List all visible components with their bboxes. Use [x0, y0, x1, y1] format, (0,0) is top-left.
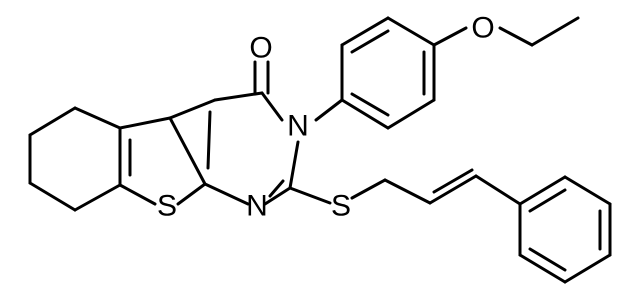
bond — [288, 140, 300, 190]
bond — [474, 174, 522, 206]
bond — [383, 178, 432, 205]
bond — [28, 181, 77, 212]
bond — [518, 253, 567, 284]
bond — [73, 183, 122, 212]
bond — [73, 106, 122, 130]
atom-label-thioether-sulfur: S — [331, 190, 351, 223]
bond — [314, 98, 344, 122]
bond — [118, 116, 172, 130]
bond — [168, 116, 207, 186]
bond — [350, 29, 390, 54]
bond — [268, 179, 285, 198]
atom-labels: O O N N S S — [157, 12, 495, 223]
atom-label-ring-sulfur: S — [157, 190, 177, 223]
bond — [386, 98, 436, 130]
bond — [176, 182, 207, 206]
bond — [428, 174, 478, 205]
bond — [203, 182, 250, 206]
bond — [350, 92, 390, 117]
bond — [168, 98, 217, 120]
bond-lines — [28, 16, 612, 284]
bond — [530, 16, 580, 47]
bond — [498, 26, 534, 47]
bond — [263, 186, 292, 206]
bond — [28, 106, 77, 137]
bond — [563, 253, 612, 284]
bond — [528, 247, 567, 272]
bond — [350, 178, 387, 200]
atom-label-ether-oxygen: O — [471, 12, 494, 45]
bond — [340, 16, 390, 47]
bond — [432, 168, 474, 194]
bond — [528, 188, 567, 213]
atom-label-nitrogen-1: N — [246, 190, 268, 223]
bond — [340, 98, 390, 130]
bond — [260, 91, 284, 122]
atom-label-nitrogen-3: N — [287, 110, 309, 143]
bond — [518, 175, 567, 206]
bond — [206, 110, 212, 170]
bond — [386, 16, 436, 47]
bond — [288, 186, 332, 205]
bond — [563, 175, 612, 206]
bond — [118, 183, 157, 206]
atom-label-carbonyl-oxygen: O — [249, 32, 272, 65]
bond — [432, 26, 468, 47]
